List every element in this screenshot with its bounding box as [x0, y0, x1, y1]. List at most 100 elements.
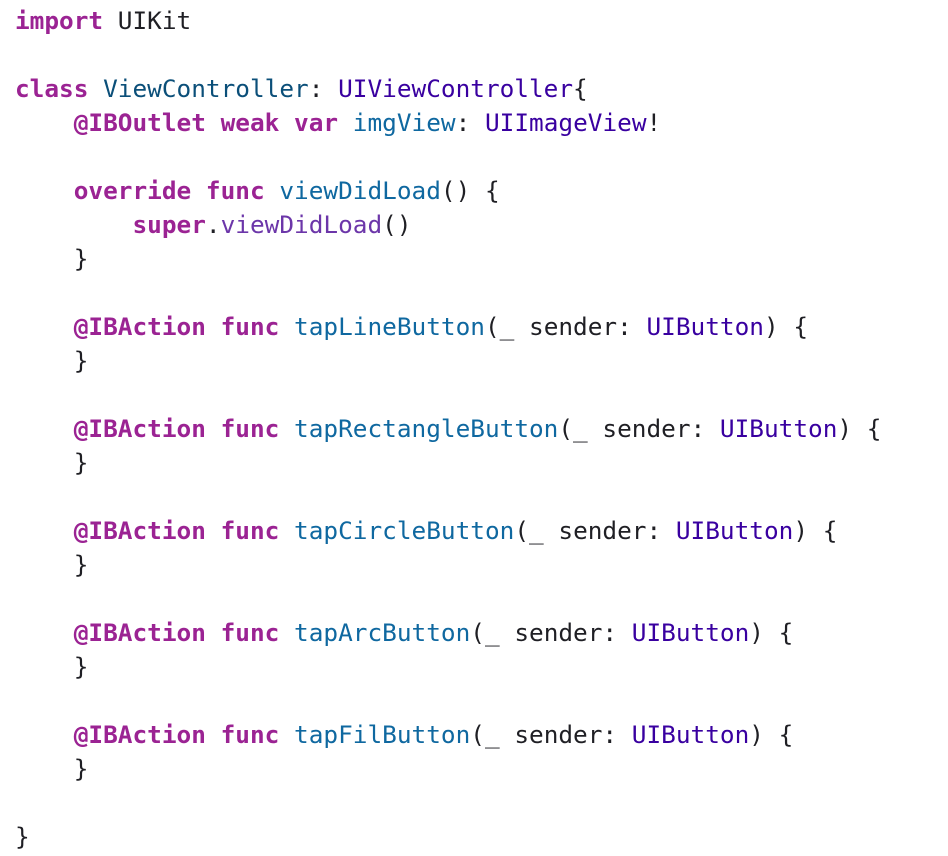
attribute-token: @IBAction	[73, 618, 206, 647]
plain-token: (_ sender:	[514, 516, 676, 545]
type-token: UIImageView	[484, 108, 647, 137]
plain-token	[15, 414, 74, 443]
plain-token	[279, 720, 294, 749]
code-line[interactable]: }	[15, 344, 948, 378]
keyword-token: weak	[220, 108, 280, 137]
type-token: UIButton	[631, 618, 750, 647]
plain-token	[279, 312, 294, 341]
function-name-token: tapArcButton	[294, 618, 471, 647]
plain-token	[15, 176, 74, 205]
plain-token: (_ sender:	[470, 720, 632, 749]
plain-token	[15, 516, 74, 545]
code-line[interactable]: @IBAction func tapFilButton(_ sender: UI…	[15, 718, 948, 752]
plain-token	[206, 720, 221, 749]
attribute-token: @IBAction	[73, 414, 206, 443]
plain-token	[15, 108, 74, 137]
code-line[interactable]: override func viewDidLoad() {	[15, 174, 948, 208]
plain-token	[279, 516, 294, 545]
plain-token: }	[15, 448, 89, 477]
function-name-token: tapRectangleButton	[294, 414, 559, 443]
code-line[interactable]	[15, 480, 948, 514]
function-name-token: viewDidLoad	[279, 176, 441, 205]
code-line[interactable]: }	[15, 650, 948, 684]
code-line[interactable]: }	[15, 752, 948, 786]
plain-token	[15, 210, 132, 239]
plain-token: }	[15, 346, 89, 375]
plain-token	[15, 720, 74, 749]
keyword-token: func	[220, 414, 280, 443]
attribute-token: @IBAction	[73, 720, 206, 749]
keyword-token: func	[220, 720, 280, 749]
plain-token	[206, 516, 221, 545]
plain-token	[206, 312, 221, 341]
code-line[interactable]: super.viewDidLoad()	[15, 208, 948, 242]
code-line[interactable]: import UIKit	[15, 4, 948, 38]
code-line[interactable]	[15, 786, 948, 820]
keyword-token: func	[220, 618, 280, 647]
plain-token: !	[646, 108, 662, 137]
plain-token: ) {	[763, 312, 809, 341]
declaration-token: ViewController	[103, 74, 309, 103]
plain-token: ) {	[837, 414, 882, 443]
code-line[interactable]: }	[15, 242, 948, 276]
code-line[interactable]: class ViewController: UIViewController{	[15, 72, 948, 106]
code-line[interactable]: @IBAction func tapCircleButton(_ sender:…	[15, 514, 948, 548]
code-line[interactable]	[15, 140, 948, 174]
plain-token: :	[455, 108, 485, 137]
type-token: UIViewController	[338, 74, 574, 103]
plain-token	[15, 312, 74, 341]
plain-token	[279, 414, 294, 443]
code-line[interactable]	[15, 684, 948, 718]
plain-token: :	[308, 74, 339, 103]
function-name-token: tapFilButton	[294, 720, 471, 749]
keyword-token: func	[205, 176, 265, 205]
code-line[interactable]	[15, 582, 948, 616]
plain-token: }	[15, 244, 89, 273]
code-line[interactable]: }	[15, 548, 948, 582]
plain-token	[206, 108, 221, 137]
keyword-token: var	[294, 108, 339, 137]
plain-token	[15, 618, 74, 647]
code-line[interactable]: @IBAction func tapArcButton(_ sender: UI…	[15, 616, 948, 650]
keyword-token: func	[220, 312, 280, 341]
plain-token	[206, 618, 221, 647]
keyword-token: import	[15, 6, 104, 35]
function-name-token: tapCircleButton	[294, 516, 515, 545]
code-line[interactable]: @IBAction func tapLineButton(_ sender: U…	[15, 310, 948, 344]
plain-token: }	[15, 550, 89, 579]
code-line[interactable]: }	[15, 446, 948, 480]
plain-token: (_ sender:	[470, 618, 632, 647]
plain-token: }	[15, 754, 89, 783]
keyword-token: override	[73, 176, 192, 205]
plain-token: ) {	[793, 516, 838, 545]
keyword-token: super	[132, 210, 206, 239]
plain-token: (_ sender:	[558, 414, 720, 443]
plain-token	[279, 108, 294, 137]
plain-token: ()	[382, 210, 412, 239]
library-method-token: viewDidLoad	[220, 210, 383, 239]
attribute-token: @IBAction	[73, 312, 206, 341]
code-line[interactable]: @IBAction func tapRectangleButton(_ send…	[15, 412, 948, 446]
plain-token: () {	[440, 176, 500, 205]
code-line[interactable]: }	[15, 820, 948, 854]
function-name-token: tapLineButton	[294, 312, 485, 341]
plain-token	[191, 176, 206, 205]
plain-token	[206, 414, 221, 443]
plain-token: ) {	[749, 618, 794, 647]
code-line[interactable]	[15, 378, 948, 412]
code-line[interactable]	[15, 276, 948, 310]
plain-token	[265, 176, 280, 205]
code-line[interactable]: @IBOutlet weak var imgView: UIImageView!	[15, 106, 948, 140]
type-token: UIButton	[646, 312, 764, 341]
plain-token	[338, 108, 353, 137]
keyword-token: func	[220, 516, 280, 545]
plain-token: UIKit	[103, 6, 192, 35]
function-name-token: imgView	[352, 108, 456, 137]
attribute-token: @IBAction	[73, 516, 206, 545]
keyword-token: class	[15, 74, 89, 103]
plain-token: {	[573, 74, 588, 103]
attribute-token: @IBOutlet	[73, 108, 206, 137]
plain-token: (_ sender:	[484, 312, 647, 341]
code-line[interactable]	[15, 38, 948, 72]
